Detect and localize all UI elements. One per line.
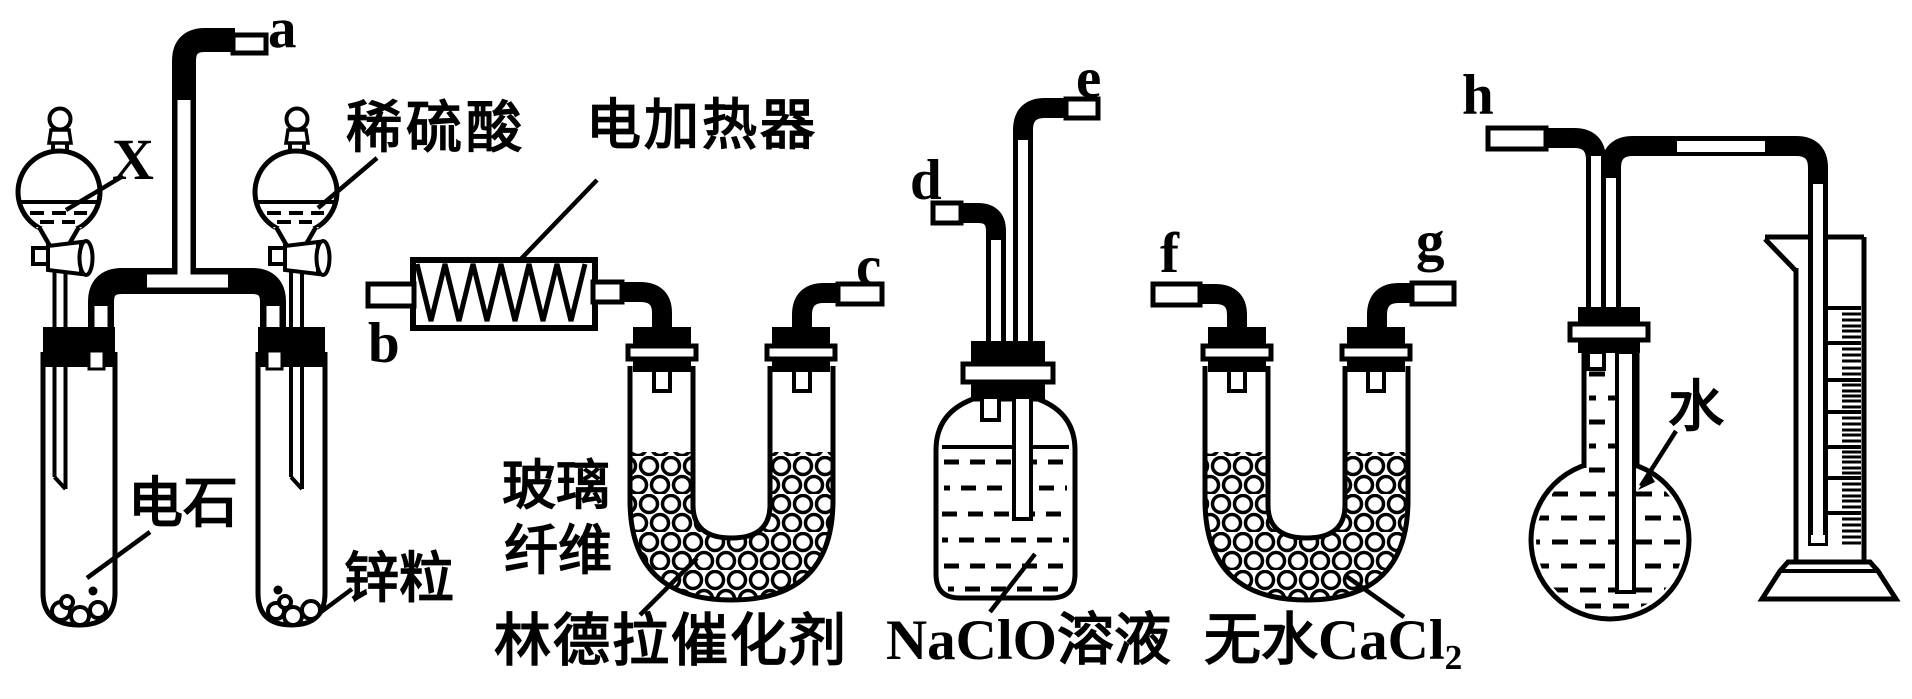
round-bottom-flask: [1528, 307, 1692, 622]
anhydrous-cacl2-label: 无水CaCl2: [1204, 609, 1462, 675]
anhydrous-cacl2-subscript: 2: [1444, 637, 1463, 677]
calcium-carbide-label: 电石: [128, 473, 239, 534]
glass-fiber-label-line1: 玻璃: [502, 456, 610, 516]
port-g-label: g: [1416, 210, 1445, 273]
electric-heater-label: 电加热器: [586, 95, 819, 156]
dropping-funnel-x: [15, 106, 103, 277]
water-label: 水: [1668, 377, 1724, 439]
reagent-x-label: X: [112, 127, 154, 192]
port-a-label: a: [268, 0, 297, 60]
anhydrous-cacl2-main: 无水CaCl: [1204, 609, 1445, 672]
measuring-cylinder: [1757, 234, 1901, 602]
u-tube-lindlar: [625, 281, 885, 603]
u-tube-cacl2: [1150, 280, 1457, 603]
port-c-label: c: [856, 235, 882, 298]
zinc-granules-label: 锌粒: [344, 548, 455, 609]
port-b-label: b: [368, 312, 400, 375]
gas-washing-bottle: [930, 96, 1101, 601]
port-f-label: f: [1160, 222, 1179, 285]
electric-heater: [365, 257, 672, 334]
port-d-label: d: [910, 149, 942, 212]
gas-generator: [15, 28, 340, 628]
dropping-funnel-acid: [252, 106, 340, 277]
leader-lines: [64, 156, 1678, 619]
glass-fiber-label-line2: 纤维: [504, 521, 612, 581]
lindlar-catalyst-label: 林德拉催化剂: [494, 610, 848, 673]
dilute-sulfuric-acid-label: 稀硫酸: [346, 98, 526, 160]
flask-delivery-tubes: [1485, 125, 1828, 546]
port-h-label: h: [1462, 64, 1494, 127]
naclo-solution-label: NaClO溶液: [886, 609, 1171, 672]
port-e-label: e: [1076, 47, 1102, 110]
